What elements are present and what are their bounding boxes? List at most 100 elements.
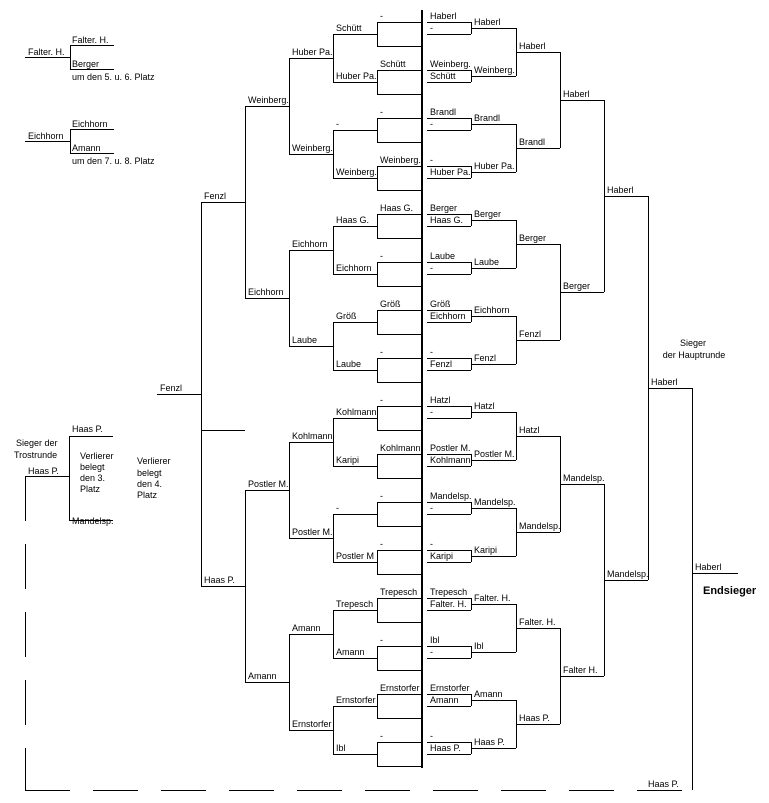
player-name: - [430,347,433,357]
player-name: Laube [336,359,362,369]
player-name: Haas G. [430,215,464,225]
caption: der Hauptrunde [662,350,726,360]
player-name: Berger [519,233,547,243]
player-name: Haas P. [648,779,679,789]
player-name: Laube [474,257,500,267]
player-name: Hatzl [430,395,451,405]
player-name: Ibl [430,635,440,645]
player-name: Fenzl [160,383,183,393]
player-name: Huber Pa. [336,71,377,81]
player-name: Berger [563,281,591,291]
player-name: Mandelsp. [607,569,649,579]
player-name: Mandelsp. [563,473,605,483]
caption: Platz [137,490,158,500]
player-name: Berger [430,203,458,213]
player-name: Ernstorfer [380,683,420,693]
player-name: Eichhorn [28,131,64,141]
player-name: Laube [430,251,456,261]
player-name: Postler M. [248,479,289,489]
player-name: - [380,539,383,549]
player-name: Größ [430,299,451,309]
player-name: Laube [292,335,318,345]
caption: Verlierer [137,456,171,466]
player-name: Haas P. [430,743,461,753]
player-name: - [380,107,383,117]
player-name: Postler M. [474,449,515,459]
player-name: Weinberg. [380,155,421,165]
player-name: Größ [380,299,401,309]
player-name: Hatzl [474,401,495,411]
player-name: Kohlmann [336,407,377,417]
caption: um den 5. u. 6. Platz [72,72,155,82]
player-name: - [380,731,383,741]
player-name: Amann [336,647,365,657]
player-name: - [430,647,433,657]
player-name: Haas P. [204,575,235,585]
player-name: Eichhorn [292,239,328,249]
player-name: Kohlmann [430,455,471,465]
player-name: Haas G. [380,203,414,213]
player-name: Brandl [519,137,546,147]
player-name: Mandelsp. [474,497,516,507]
player-name: Ibl [336,743,346,753]
player-name: Karipi [336,455,360,465]
player-name: - [380,395,383,405]
player-name: Eichhorn [474,305,510,315]
caption: den 3. [80,473,106,483]
player-name: Mandelsp. [519,521,561,531]
player-name: Fenzl [204,191,227,201]
player-name: Schütt [336,23,362,33]
player-name: - [380,11,383,21]
player-name: Mandelsp. [430,491,472,501]
player-name: Schütt [430,71,456,81]
player-name: Kohlmann [380,443,421,453]
player-name: Eichhorn [72,119,108,129]
player-name: Größ [336,311,357,321]
player-name: Haberl [519,41,546,51]
player-name: Kohlmann [292,431,333,441]
player-name: Fenzl [474,353,497,363]
caption: den 4. [137,479,163,489]
player-name: Trepesch [380,587,418,597]
player-name: Haberl [695,562,722,572]
player-name: Weinberg. [474,65,515,75]
player-name: Huber Pa. [430,167,471,177]
player-name: - [380,347,383,357]
player-name: Trepesch [430,587,468,597]
player-name: - [336,119,339,129]
player-name: Falter. H. [519,617,556,627]
player-name: Weinberg. [336,167,377,177]
player-name: Amann [292,623,321,633]
player-name: Karipi [474,545,498,555]
caption: Sieger der [16,438,58,448]
player-name: Berger [474,209,502,219]
player-name: Falter. H. [72,35,109,45]
player-name: Amann [474,689,503,699]
player-name: - [430,23,433,33]
player-name: - [430,407,433,417]
player-name: Amann [430,695,459,705]
player-name: - [430,503,433,513]
player-name: Ibl [474,641,484,651]
player-name: - [430,119,433,129]
player-name: Haas P. [28,466,59,476]
caption: belegt [137,468,162,478]
player-name: Eichhorn [430,311,466,321]
player-name: Brandl [474,113,501,123]
player-name: - [336,503,339,513]
player-name: Huber Pa. [292,47,333,57]
player-name: Amann [72,143,101,153]
player-name: Haberl [651,377,678,387]
caption: Trostrunde [14,450,58,460]
player-name: - [380,491,383,501]
player-name: Brandl [430,107,457,117]
player-name: Postler M. [430,443,471,453]
player-name: - [430,263,433,273]
player-name: Eichhorn [336,263,372,273]
player-name: Mandelsp. [72,516,114,526]
player-name: Haberl [607,185,634,195]
player-name: Haas P. [72,424,103,434]
player-name: Fenzl [519,329,542,339]
